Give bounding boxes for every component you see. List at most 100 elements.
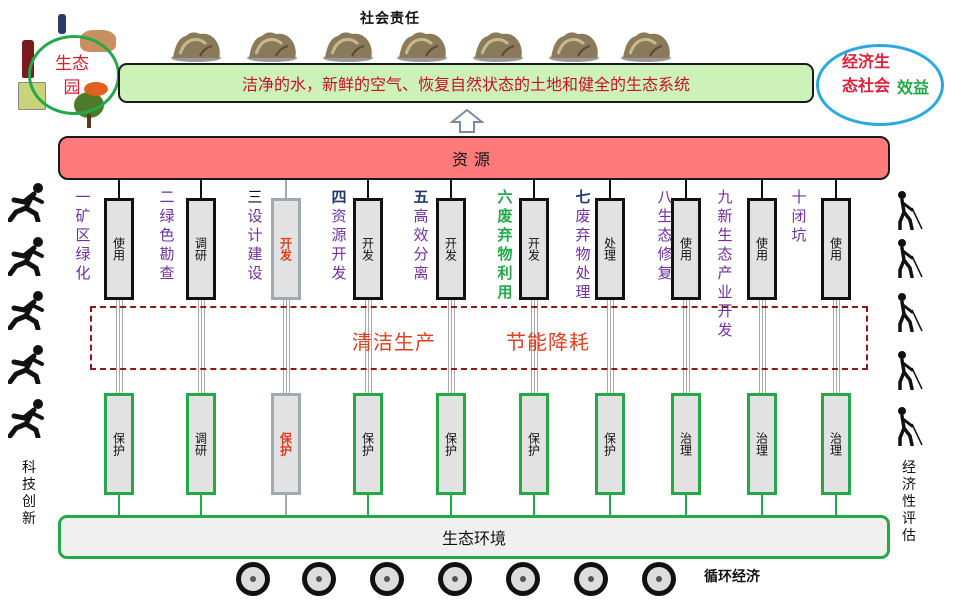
connector-line (762, 300, 763, 393)
connector-line (761, 495, 763, 515)
process-top-box: 处理 (595, 198, 625, 300)
connector-line (451, 300, 452, 393)
connector-line (448, 300, 449, 393)
connector-line (613, 300, 614, 393)
step-text: 资源开发 (331, 207, 347, 282)
wheel-icon (438, 562, 472, 596)
step-number: 一 (75, 188, 91, 206)
connector-line (689, 300, 690, 393)
benefit-categories: 经济生态社会 (841, 52, 890, 95)
connector-line (537, 300, 538, 393)
connector-line (835, 180, 837, 198)
process-bottom-box: 治理 (671, 393, 701, 495)
connector-line (285, 495, 287, 515)
process-bottom-box: 保护 (519, 393, 549, 495)
walker-icon (898, 407, 923, 446)
environment-bar: 生态环境 (58, 515, 890, 559)
connector-line (285, 180, 287, 198)
ecosystem-banner-text: 洁净的水，新鲜的空气、恢复自然状态的土地和健全的生态系统 (241, 75, 690, 94)
step-number: 六 (497, 188, 513, 206)
process-bottom-box: 调研 (186, 393, 216, 495)
connector-line (685, 495, 687, 515)
step-text: 设计建设 (247, 207, 263, 282)
production-dashed-box (90, 306, 868, 370)
connector-line (759, 300, 760, 393)
process-step-label: 三设计建设 (246, 188, 264, 283)
economic-assessment-label: 经济性评估 (902, 460, 916, 544)
process-step-label: 七废弃物处理 (574, 188, 592, 302)
step-number: 九 (717, 188, 733, 206)
step-text: 绿色勘查 (159, 207, 175, 282)
process-step-label: 六废弃物利用 (496, 188, 514, 302)
connector-line (450, 180, 452, 198)
connector-line (200, 495, 202, 515)
connector-line (533, 495, 535, 515)
runner-icon (8, 183, 44, 222)
process-step-label: 四资源开发 (330, 188, 348, 283)
runner-icon (8, 291, 44, 330)
resource-bar: 资源 (58, 136, 890, 180)
wheel-icon (574, 562, 608, 596)
step-text: 废弃物利用 (497, 207, 513, 301)
step-text: 矿区绿化 (75, 207, 91, 282)
connector-line (531, 300, 532, 393)
step-number: 七 (575, 188, 591, 206)
connector-line (533, 180, 535, 198)
connector-line (198, 300, 199, 393)
connector-line (836, 300, 837, 393)
up-arrow-icon (450, 108, 484, 133)
person-icon (58, 14, 66, 34)
connector-line (610, 300, 611, 393)
environment-label: 生态环境 (441, 529, 506, 548)
eco-garden-label: 生态园 (55, 54, 89, 98)
benefit-oval (816, 44, 944, 126)
rock-icon (397, 32, 447, 62)
energy-saving-label: 节能降耗 (506, 330, 590, 354)
resource-label: 资源 (451, 150, 496, 169)
connector-line (283, 300, 284, 393)
walker-icon (898, 191, 923, 230)
connector-line (201, 300, 202, 393)
process-top-box: 使用 (821, 198, 851, 300)
runner-icon (8, 399, 44, 438)
process-top-box: 使用 (104, 198, 134, 300)
connector-line (289, 300, 290, 393)
walker-icon (898, 351, 923, 390)
connector-line (685, 180, 687, 198)
connector-line (609, 180, 611, 198)
rock-icon (549, 32, 599, 62)
social-responsibility-title: 社会责任 (360, 11, 420, 27)
wheel-icon (506, 562, 540, 596)
process-bottom-box: 保护 (353, 393, 383, 495)
tree-trunk (87, 114, 91, 128)
rock-icon (323, 32, 373, 62)
step-number: 五 (413, 188, 429, 206)
process-bottom-box: 保护 (271, 393, 301, 495)
step-number: 三 (247, 188, 263, 206)
rock-icon (473, 32, 523, 62)
connector-line (118, 180, 120, 198)
process-step-label: 五高效分离 (412, 188, 430, 283)
connector-line (686, 300, 687, 393)
benefit-word: 效益 (897, 78, 930, 97)
connector-line (833, 300, 834, 393)
connector-line (454, 300, 455, 393)
connector-line (683, 300, 684, 393)
wheel-icon (236, 562, 270, 596)
wheel-icon (302, 562, 336, 596)
step-number: 二 (159, 188, 175, 206)
connector-line (368, 300, 369, 393)
connector-line (534, 300, 535, 393)
connector-line (450, 495, 452, 515)
step-text: 闭坑 (791, 207, 807, 244)
circular-economy-label: 循环经济 (704, 569, 760, 585)
step-number: 十 (791, 188, 807, 206)
connector-line (286, 300, 287, 393)
process-top-box: 使用 (671, 198, 701, 300)
walker-icon (898, 293, 923, 332)
connector-line (609, 495, 611, 515)
connector-line (761, 180, 763, 198)
connector-line (839, 300, 840, 393)
walker-icon (898, 239, 923, 278)
clean-production-label: 清洁生产 (352, 330, 436, 354)
